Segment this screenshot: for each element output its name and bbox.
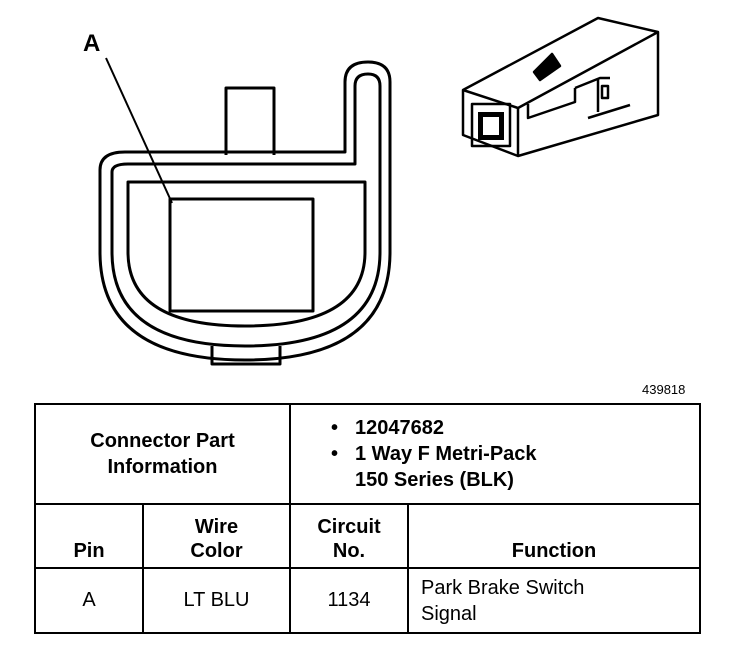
connector-latch-tab bbox=[224, 86, 276, 155]
connector-info-table: Connector Part Information •12047682 •1 … bbox=[34, 403, 702, 634]
row-circuit: 1134 bbox=[289, 567, 409, 634]
connector-housing-inner bbox=[110, 72, 382, 348]
part-number: •12047682 bbox=[331, 417, 444, 439]
pin-a-leader-line bbox=[105, 57, 173, 204]
connector-bottom-key bbox=[210, 346, 282, 366]
connector-description: •1 Way F Metri-Pack bbox=[331, 443, 537, 465]
connector-iso-view bbox=[461, 16, 660, 158]
figure-number: 439818 bbox=[642, 382, 686, 397]
table-row: A LT BLU 1134 Park Brake Switch Signal bbox=[34, 567, 702, 634]
terminal-cavity-a bbox=[168, 197, 315, 313]
header-wire-color: Wire Color bbox=[142, 503, 291, 569]
pin-a-callout: A bbox=[83, 30, 101, 57]
connector-housing-outer bbox=[98, 60, 392, 362]
table-header-row: Pin Wire Color Circuit No. Function bbox=[34, 503, 702, 569]
row-pin: A bbox=[34, 567, 144, 634]
connector-cavity-wall bbox=[126, 180, 367, 328]
connector-face-drawing bbox=[98, 16, 660, 366]
connector-part-label: Connector Part Information bbox=[34, 403, 291, 505]
header-circuit-no: Circuit No. bbox=[289, 503, 409, 569]
row-function: Park Brake Switch Signal bbox=[406, 567, 702, 634]
header-pin: Pin bbox=[34, 503, 144, 569]
connector-part-value: •12047682 •1 Way F Metri-Pack 150 Series… bbox=[288, 403, 702, 505]
row-wire-color: LT BLU bbox=[142, 567, 291, 634]
connector-part-row: Connector Part Information •12047682 •1 … bbox=[34, 403, 702, 505]
header-function: Function bbox=[406, 503, 702, 569]
